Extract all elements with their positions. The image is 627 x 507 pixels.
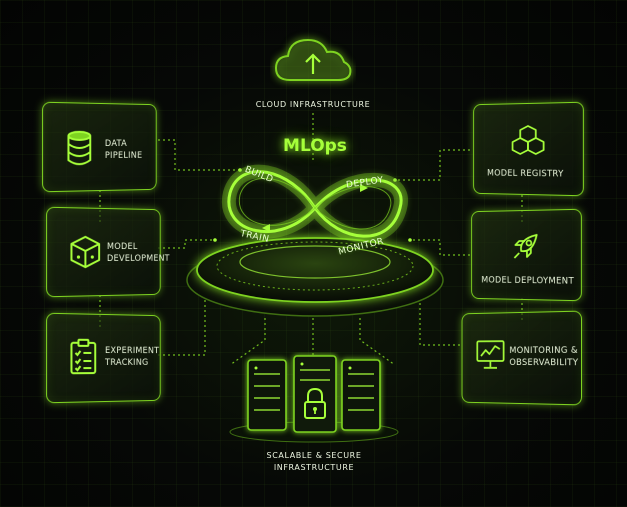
bottom-label-line-1: SCALABLE & SECURE [228, 450, 400, 461]
card-model-development: MODEL DEVELOPMENT [46, 207, 161, 298]
server-racks [228, 352, 400, 444]
card-model-registry: MODEL REGISTRY [473, 102, 584, 197]
infinity-loop [210, 148, 420, 268]
card-monitoring-observability: MONITORING & OBSERVABILITY [462, 311, 582, 406]
mlops-title: MLOps [270, 136, 360, 156]
cloud-infrastructure-label: CLOUD INFRASTRUCTURE [238, 99, 388, 110]
rocket-icon [512, 231, 541, 261]
card-label-line-1: DATA [105, 138, 127, 150]
card-experiment-tracking: EXPERIMENT TRACKING [46, 313, 161, 404]
card-label-line-1: EXPERIMENT [105, 345, 159, 357]
monitor-chart-icon [475, 339, 505, 371]
card-label-line-2: PIPELINE [105, 150, 142, 162]
card-model-deployment: MODEL DEPLOYMENT [471, 209, 582, 302]
database-icon [65, 130, 93, 167]
cloud-icon [270, 28, 356, 88]
card-label-line-2: OBSERVABILITY [509, 357, 578, 369]
bottom-label-line-2: INFRASTRUCTURE [228, 462, 400, 473]
card-label-line-1: MODEL DEPLOYMENT [481, 275, 578, 288]
card-label-line-2: DEVELOPMENT [107, 253, 170, 265]
card-label-line-1: MODEL REGISTRY [487, 168, 577, 181]
card-label-line-1: MONITORING & [509, 345, 578, 357]
cubes-icon [512, 124, 545, 156]
card-label-line-1: MODEL [107, 241, 138, 253]
card-data-pipeline: DATA PIPELINE [42, 102, 157, 193]
card-label-line-2: TRACKING [105, 357, 148, 369]
clipboard-icon [69, 339, 97, 376]
cube-icon [69, 235, 101, 270]
